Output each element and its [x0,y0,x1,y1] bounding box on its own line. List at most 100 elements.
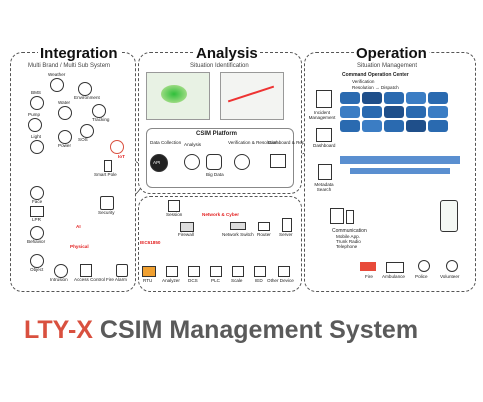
metadata-icon [318,164,332,180]
lpr-icon [30,206,44,217]
api-icon [150,154,168,172]
command-bullet-verification: Verification [352,79,375,84]
network-item-switch: Network Switch [222,232,254,237]
radio-icon [346,210,354,224]
router-icon [258,222,270,231]
brain-icon [184,154,200,170]
network-item-cyber: Network & Cyber [202,212,240,217]
object-icon [30,254,44,268]
big-data-label: Big Data [206,172,224,177]
device-plc: PLC [211,278,220,283]
tracking-icon [92,104,106,118]
operation-title: Operation [354,45,429,62]
wall-screen [428,106,448,118]
integration-item-fire-alarm: Fire Alarm [106,277,127,282]
device-rtu: RTU [143,278,153,283]
heatmap-screen [146,72,210,120]
wall-screen [406,106,426,118]
wall-screen [362,92,382,104]
bms-icon [30,96,44,110]
device-dcs: DCS [188,278,198,283]
weather-icon [50,78,64,92]
ambulance-icon [386,262,404,273]
operator-desk [350,168,450,174]
police-icon [418,260,430,272]
command-bullet-resolution: Resolution → Dispatch [352,85,399,90]
light-icon [30,140,44,154]
wall-screen [384,120,404,132]
server-icon [282,218,292,232]
comm-item-radio: Trunk Radio [336,239,361,244]
integration-panel [10,52,136,292]
network-item-firewall: Firewall [178,232,194,237]
integration-item-tracking: Tracking [92,117,110,122]
stage-verification: Verification & Resolution [228,140,278,145]
integration-item-weather: Weather [48,72,66,77]
wall-screen [428,92,448,104]
command-center-title: Command Operation Center [342,72,409,78]
platform-title: CSIM Platform [196,131,238,137]
analysis-title: Analysis [194,45,260,62]
session-icon [168,200,180,212]
communication-icon [330,208,344,224]
network-item-session: Session [166,212,183,217]
pump-icon [28,118,42,132]
integration-item-intrusion: Intrusion [50,277,68,282]
integration-item-light: Light [31,134,41,139]
integration-item-power: Power [58,143,72,148]
ied-icon [254,266,266,277]
analyzer-icon [166,266,178,277]
operator-desk [340,156,460,164]
wall-screen [362,106,382,118]
wall-screen [362,120,382,132]
iot-hub-icon [110,140,124,154]
sos-icon [80,124,94,138]
integration-item-water: Water [58,100,71,105]
device-analyzer: Analyzer [162,278,180,283]
responder-police: Police [415,274,428,279]
footer-brand: LTY-X [24,316,93,344]
verification-icon [234,154,250,170]
video-wall [340,92,466,150]
wall-screen [384,106,404,118]
big-data-icon [206,154,222,170]
integration-item-security: Security [98,210,115,215]
responder-fire: Fire [365,274,373,279]
dashboard-icon [316,128,332,142]
device-ied: IED [255,278,263,283]
heatmap-blob [161,85,187,103]
metadata-label: Metadata Search [314,182,334,192]
integration-item-access-control: Access Control [74,277,105,282]
face-icon [30,186,44,200]
wall-screen [340,106,360,118]
firewall-icon [180,222,194,232]
operation-subtitle: Situation Management [357,63,418,69]
footer-rest: CSIM Management System [92,316,419,344]
dashboard-report-icon [270,154,286,168]
dashboard-label: Dashboard [313,143,336,148]
protocol-label: IEC61850 [140,240,161,245]
smart-pole-icon [104,160,112,172]
security-hub-icon [100,196,114,210]
integration-item-sos: SOS [78,137,88,142]
footer-title: LTY-X CSIM Management System [24,316,418,345]
mobile-phone-icon [440,200,458,232]
wall-screen [406,120,426,132]
intrusion-icon [54,264,68,278]
analysis-subtitle: Situation Identification [190,63,249,69]
wall-screen [406,92,426,104]
integration-item-behavior: Behavior [27,239,46,244]
integration-item-ai: AI [76,224,81,229]
integration-item-iot: IoT [118,154,125,159]
wall-screen [428,120,448,132]
wall-screen [340,120,360,132]
behavior-icon [30,226,44,240]
power-icon [58,130,72,144]
network-item-router: Router [257,232,271,237]
dcs-icon [188,266,200,277]
integration-item-lpr: LPR [32,217,41,222]
integration-item-smart-pole: Smart Pole [94,172,117,177]
responder-ambulance: Ambulance [382,274,405,279]
fire-truck-icon [360,262,376,271]
other-device-icon [278,266,290,277]
